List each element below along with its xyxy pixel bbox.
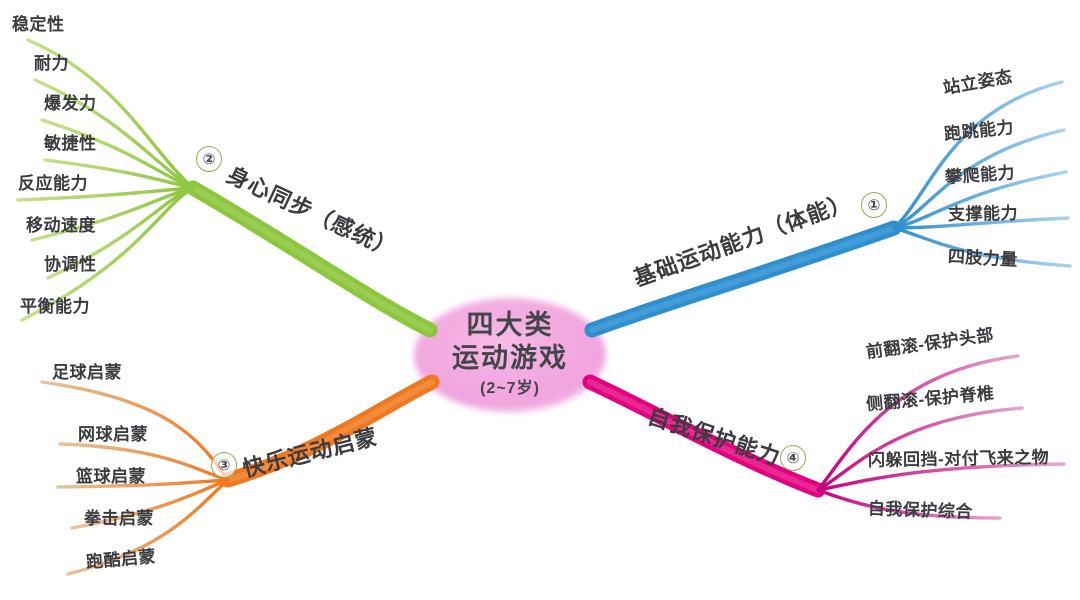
branch-1-stem	[584, 220, 902, 338]
center-line-2: 运动游戏	[452, 343, 568, 374]
leaf-3-4[interactable]: 拳击启蒙	[84, 509, 154, 528]
leaf-3-1[interactable]: 足球启蒙	[52, 363, 122, 382]
branch-3-twigs	[40, 380, 230, 576]
leaf-2-6[interactable]: 移动速度	[26, 216, 96, 235]
branch-3-stem	[220, 374, 440, 488]
badge-branch-4[interactable]: ④	[780, 445, 806, 471]
leaf-2-8[interactable]: 平衡能力	[20, 297, 90, 316]
branch-1-twigs	[892, 80, 1072, 268]
center-node-text: 四大类 运动游戏 (2~7岁)	[411, 298, 609, 410]
leaf-1-5[interactable]: 四肢力量	[947, 247, 1019, 270]
leaf-2-7[interactable]: 协调性	[44, 255, 97, 274]
center-line-1: 四大类	[466, 310, 554, 341]
leaf-3-2[interactable]: 网球启蒙	[78, 425, 148, 444]
badge-branch-1[interactable]: ①	[861, 192, 887, 218]
center-line-3: (2~7岁)	[480, 380, 540, 398]
leaf-2-2[interactable]: 耐力	[34, 54, 69, 73]
leaf-1-4[interactable]: 支撑能力	[947, 203, 1019, 224]
branch-2-twigs	[16, 38, 195, 322]
leaf-1-3[interactable]: 攀爬能力	[944, 163, 1016, 187]
badge-branch-3[interactable]: ③	[211, 452, 237, 478]
leaf-2-4[interactable]: 敏捷性	[44, 134, 97, 153]
leaf-4-3[interactable]: 闪躲回挡-对付飞来之物	[867, 447, 1050, 470]
leaf-2-5[interactable]: 反应能力	[18, 174, 88, 193]
center-node[interactable]: 四大类 运动游戏 (2~7岁)	[411, 298, 609, 410]
badge-branch-2[interactable]: ②	[196, 146, 222, 172]
branch-4-stem	[582, 374, 826, 498]
leaf-3-3[interactable]: 篮球启蒙	[76, 467, 146, 486]
branch-4-twigs	[816, 354, 1066, 520]
leaf-2-3[interactable]: 爆发力	[44, 94, 97, 113]
center-blob	[414, 298, 606, 412]
leaf-2-1[interactable]: 稳定性	[12, 15, 65, 34]
leaf-4-4[interactable]: 自我保护综合	[867, 499, 974, 522]
branch-2-stem	[185, 180, 438, 338]
